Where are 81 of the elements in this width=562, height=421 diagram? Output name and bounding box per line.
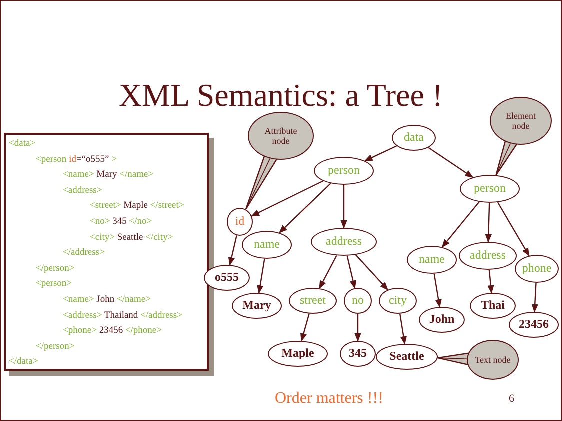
tree-node-ellipse bbox=[344, 288, 372, 314]
tree-node-ellipse bbox=[376, 344, 438, 370]
node-label: o555 bbox=[215, 271, 239, 285]
arrow bbox=[319, 255, 338, 290]
footer-note: Order matters !!! bbox=[275, 390, 384, 408]
tree-node-ellipse bbox=[392, 125, 436, 151]
node-label: 23456 bbox=[519, 318, 549, 332]
code-line: <name> Mary </name> bbox=[63, 169, 154, 182]
node-label: data bbox=[404, 131, 424, 145]
code-line: <phone> 23456 </phone> bbox=[63, 325, 162, 338]
node-label: Seattle bbox=[390, 350, 424, 364]
code-line: <city> Seattle </city> bbox=[90, 232, 174, 245]
node-label: person bbox=[328, 164, 360, 178]
arrow bbox=[300, 314, 310, 342]
arrow bbox=[434, 274, 442, 308]
node-label: person bbox=[474, 182, 506, 196]
tree-node-ellipse bbox=[268, 341, 328, 367]
arrow bbox=[364, 146, 398, 162]
leader-line bbox=[496, 143, 512, 176]
leader-line bbox=[246, 158, 271, 210]
code-line: </person> bbox=[36, 262, 75, 276]
node-label: Maple bbox=[282, 347, 314, 361]
tree-node-ellipse bbox=[204, 265, 250, 291]
node-label: no bbox=[352, 294, 364, 308]
code-line: </person> bbox=[36, 340, 75, 354]
tree-node-ellipse bbox=[379, 288, 417, 314]
arrow bbox=[251, 180, 324, 217]
code-line: <data> bbox=[9, 138, 36, 151]
code-line: <address> Thailand </address> bbox=[63, 310, 182, 323]
tree-node-ellipse bbox=[509, 312, 559, 338]
node-label: Thai bbox=[480, 299, 505, 313]
arrow bbox=[257, 258, 266, 294]
node-label: address bbox=[326, 235, 362, 249]
arrow bbox=[340, 185, 348, 229]
tree-node-ellipse bbox=[242, 231, 292, 259]
node-label: John bbox=[429, 313, 455, 327]
tree-node-ellipse bbox=[459, 242, 517, 270]
tree-node-ellipse bbox=[470, 293, 516, 319]
node-label: street bbox=[300, 294, 326, 308]
arrow bbox=[485, 202, 492, 243]
callout-text: Element node bbox=[505, 110, 537, 132]
node-label: Mary bbox=[242, 299, 272, 313]
callout-text: Attribute node bbox=[264, 126, 298, 146]
callout-text: Text node bbox=[475, 354, 511, 366]
speech-bubble bbox=[467, 340, 519, 380]
code-line: <no> 345 </no> bbox=[90, 216, 152, 229]
node-label: address bbox=[470, 249, 506, 263]
arrow bbox=[488, 270, 494, 294]
arrow bbox=[442, 202, 480, 248]
tree-node-ellipse bbox=[227, 208, 253, 236]
node-label: name bbox=[419, 253, 445, 267]
slide-title: XML Semantics: a Tree ! bbox=[118, 77, 444, 113]
arrow bbox=[532, 282, 538, 313]
code-line: </data> bbox=[9, 356, 38, 370]
node-label: phone bbox=[522, 262, 552, 276]
code-line: <address> bbox=[63, 184, 102, 198]
tree-node-ellipse bbox=[289, 288, 337, 314]
node-label: id bbox=[235, 215, 245, 229]
node-label: name bbox=[254, 238, 280, 252]
tree-node-ellipse bbox=[232, 293, 282, 319]
node-label: 345 bbox=[349, 347, 367, 361]
arrow bbox=[428, 147, 474, 178]
code-line: <name> John </name> bbox=[63, 294, 151, 307]
code-line: </address> bbox=[63, 247, 105, 260]
arrow bbox=[497, 202, 530, 257]
code-line: <person id=“o555” > bbox=[36, 154, 117, 167]
node-label: city bbox=[389, 294, 407, 308]
arrow bbox=[228, 235, 238, 266]
tree-node-ellipse bbox=[515, 255, 559, 283]
tree-node-ellipse bbox=[419, 307, 465, 333]
arrow bbox=[354, 314, 362, 342]
code-line: <street> Maple </street> bbox=[90, 200, 184, 214]
tree-node-ellipse bbox=[407, 246, 457, 274]
tree-node-ellipse bbox=[314, 157, 374, 185]
arrow bbox=[278, 183, 332, 234]
arrow bbox=[346, 256, 356, 290]
arrow bbox=[399, 314, 408, 345]
tree-node-ellipse bbox=[340, 341, 376, 367]
arrow bbox=[356, 254, 388, 291]
code-line: <person> bbox=[36, 278, 72, 292]
page-number: 6 bbox=[509, 393, 514, 405]
